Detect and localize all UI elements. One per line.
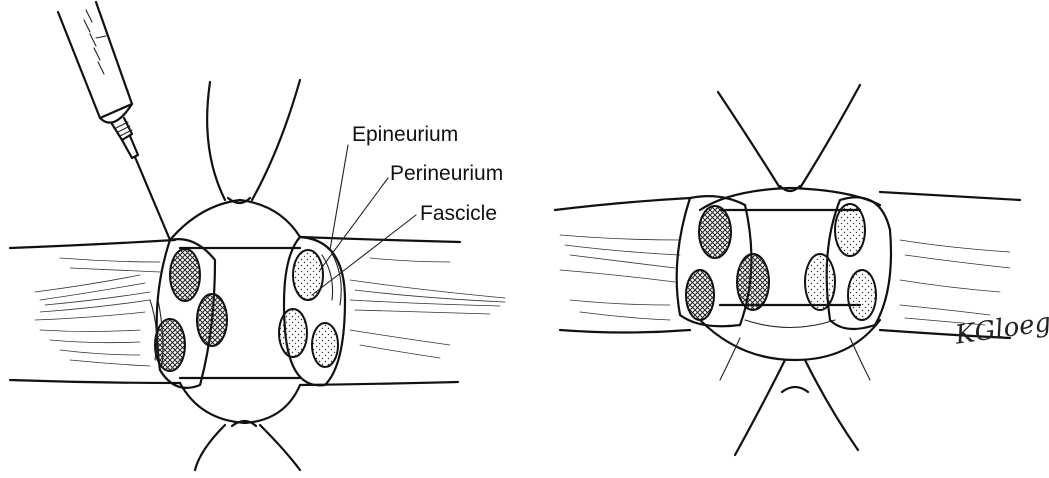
fascicle-end-icon xyxy=(848,270,876,320)
fascicle-end-icon xyxy=(155,319,185,371)
fascicle-end-icon xyxy=(686,270,714,320)
fascicle-label: Fascicle xyxy=(420,203,497,224)
perineurium-label: Perineurium xyxy=(390,163,503,184)
fascicle-end-icon xyxy=(293,250,323,300)
epineurium-label: Epineurium xyxy=(352,124,458,145)
syringe-icon xyxy=(58,2,170,240)
left-distal-stump xyxy=(279,237,345,385)
right-repair-panel xyxy=(555,85,1020,455)
fascicle-end-icon xyxy=(279,309,307,357)
fascicle-end-icon xyxy=(312,323,338,367)
fascicle-end-icon xyxy=(197,294,227,346)
left-nerve-trunk xyxy=(10,237,505,385)
fascicle-end-icon xyxy=(805,254,835,310)
left-proximal-stump xyxy=(150,239,227,388)
left-repair-panel xyxy=(10,2,505,470)
fascicle-end-icon xyxy=(699,206,731,258)
fascicle-end-icon xyxy=(835,204,865,256)
right-proximal-stump xyxy=(677,196,769,326)
right-distal-stump xyxy=(805,197,891,329)
fascicle-end-icon xyxy=(170,249,200,301)
fascicle-end-icon xyxy=(737,254,769,310)
